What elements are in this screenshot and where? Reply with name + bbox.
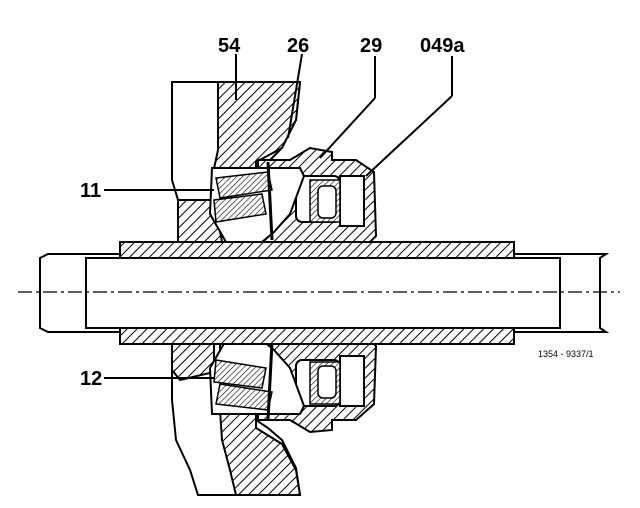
label-29: 29 [360, 35, 382, 57]
shaft [18, 241, 620, 345]
reference-code: 1354 - 9337/1 [538, 349, 594, 359]
label-54: 54 [218, 35, 241, 57]
tapered-roller-bearing-upper [208, 161, 306, 243]
tapered-roller-bearing-lower [208, 339, 306, 421]
label-11: 11 [80, 180, 101, 202]
leader-lines [104, 53, 453, 379]
label-049a: 049a [420, 35, 465, 57]
label-26: 26 [287, 35, 309, 57]
label-12: 12 [80, 368, 102, 390]
